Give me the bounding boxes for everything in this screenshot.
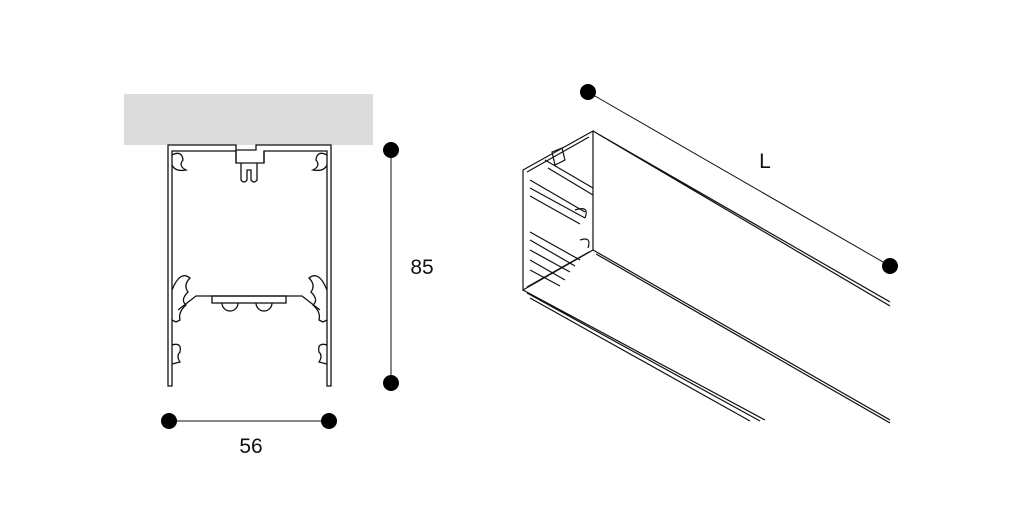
width-label: 56 bbox=[239, 435, 263, 458]
height-label: 85 bbox=[410, 256, 434, 279]
dimension-dot bbox=[882, 258, 898, 274]
dimension-dot bbox=[580, 84, 596, 100]
dimension-dot bbox=[383, 142, 399, 158]
ceiling-block bbox=[124, 94, 373, 145]
dimension-dot bbox=[161, 413, 177, 429]
dimension-dot bbox=[383, 375, 399, 391]
dimension-dot bbox=[321, 413, 337, 429]
length-dimension bbox=[580, 84, 898, 274]
profile-cross-section bbox=[167, 144, 332, 387]
length-label: L bbox=[759, 150, 771, 173]
profile-isometric bbox=[522, 129, 891, 424]
width-dimension bbox=[161, 413, 337, 429]
height-dimension bbox=[383, 142, 399, 391]
